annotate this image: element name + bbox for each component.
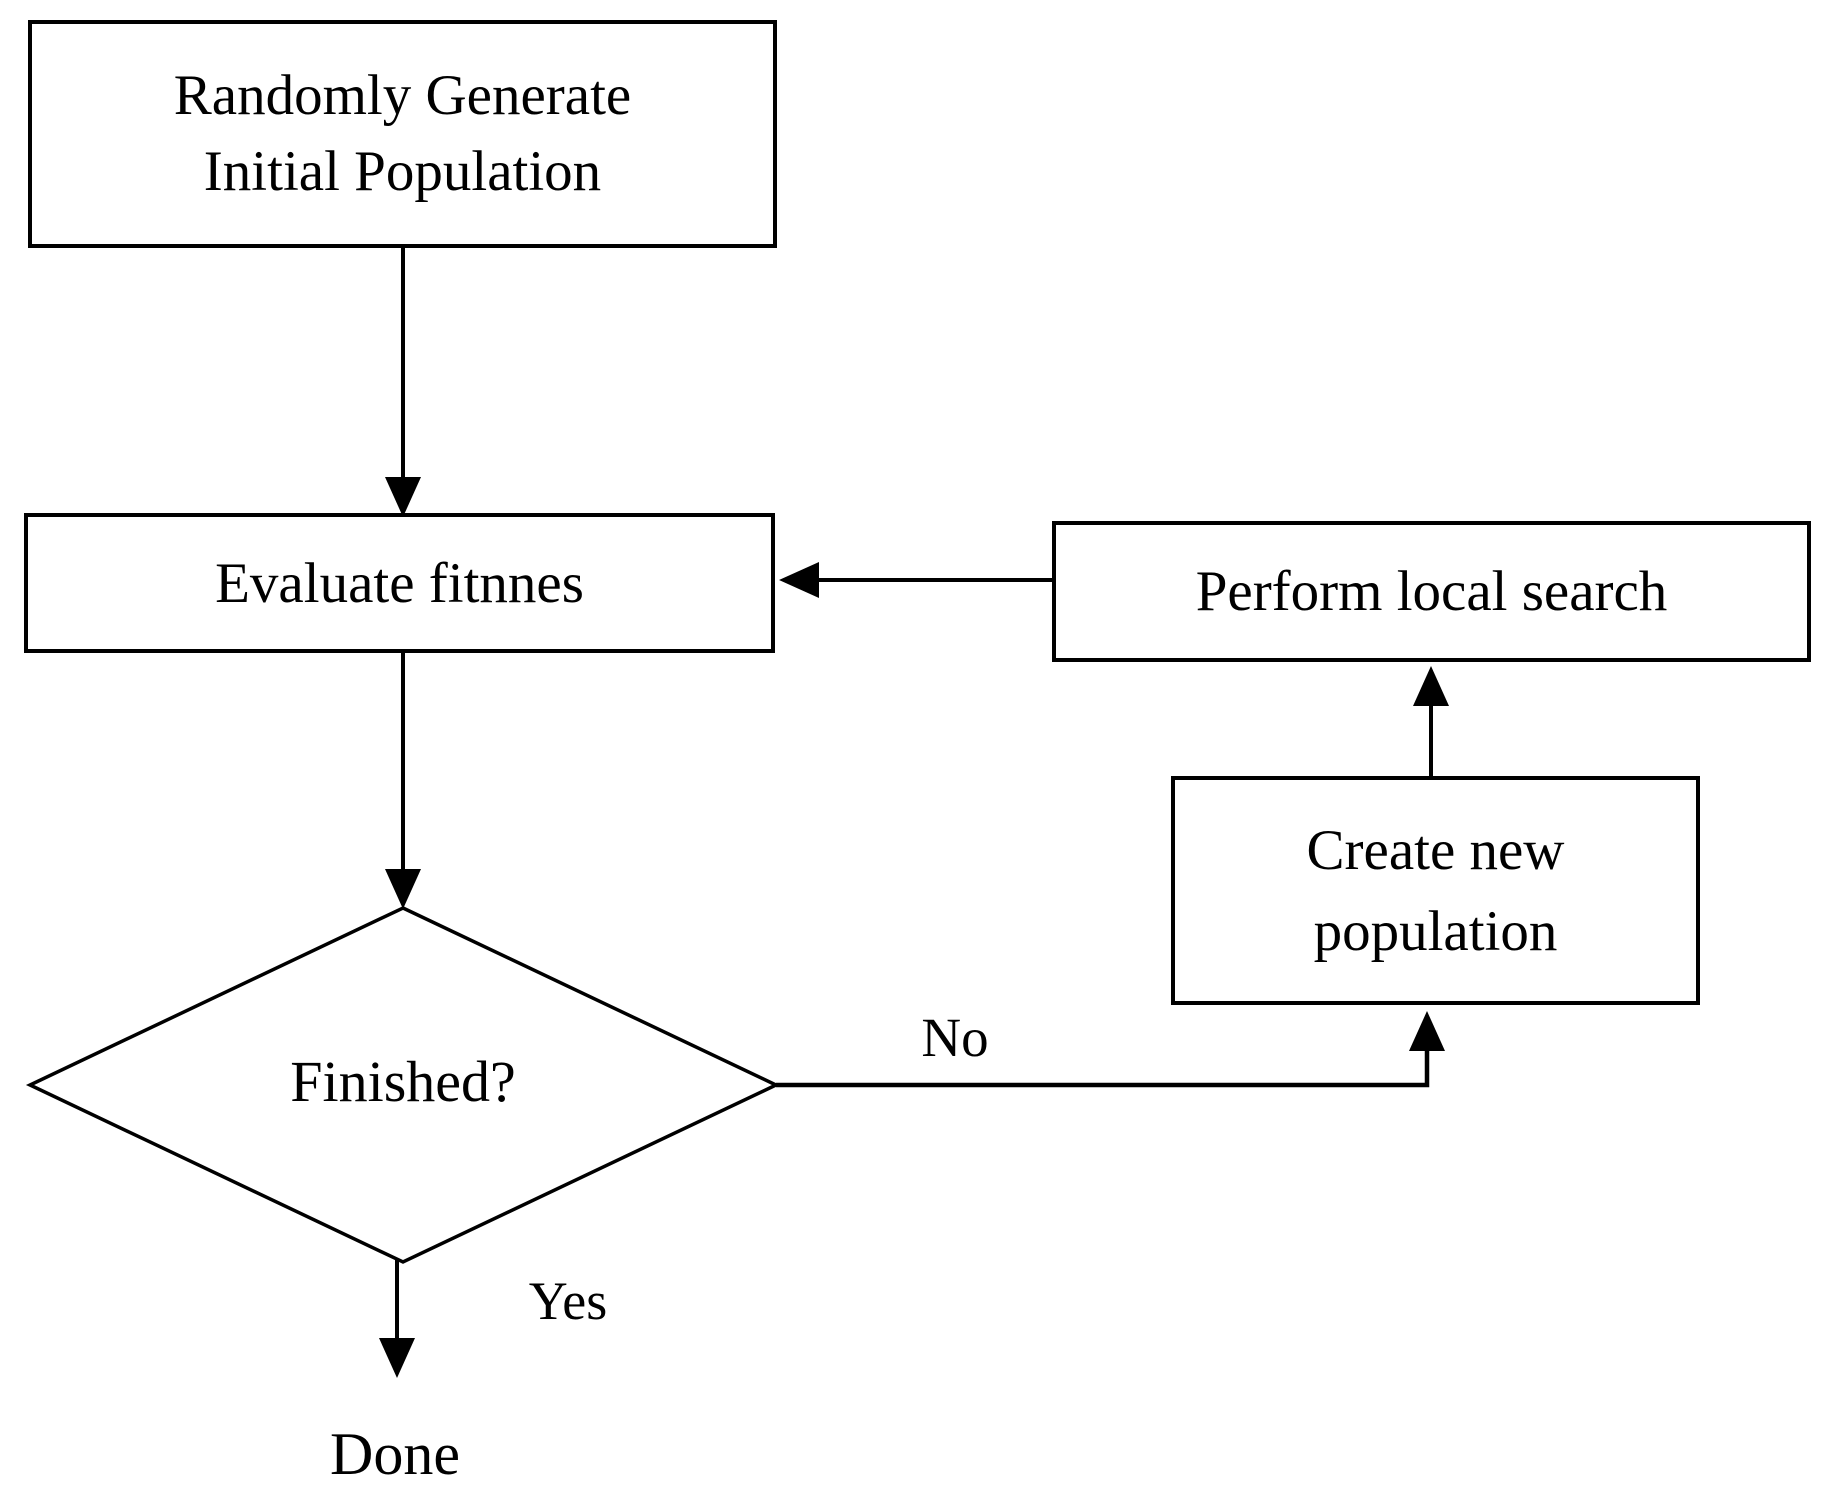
arrow-localsearch-to-evaluate <box>779 562 1052 598</box>
arrow-init-to-evaluate <box>385 248 421 517</box>
node-new-population-line1: Create new <box>1306 818 1565 882</box>
node-init-line1: Randomly Generate <box>173 64 632 127</box>
node-new-population-line2: population <box>1313 899 1558 963</box>
yes-path-arrow <box>379 1260 415 1378</box>
node-init-line2: Initial Population <box>203 140 602 203</box>
edge-label-yes: Yes <box>528 1271 608 1331</box>
node-randomly-generate-initial-population: Randomly Generate Initial Population <box>28 20 777 248</box>
edge-label-no: No <box>921 1007 989 1068</box>
node-evaluate-fitness: Evaluate fitnnes <box>24 513 775 653</box>
node-local-search-label: Perform local search <box>1195 560 1668 623</box>
node-evaluate-label: Evaluate fitnnes <box>215 551 584 615</box>
terminal-label-done: Done <box>330 1421 460 1487</box>
node-perform-local-search: Perform local search <box>1052 521 1811 662</box>
arrow-evaluate-to-decision <box>385 653 421 909</box>
arrow-newpop-to-localsearch <box>1413 666 1449 776</box>
node-create-new-population: Create new population <box>1171 776 1700 1005</box>
decision-diamond <box>25 906 781 1264</box>
decision-label: Finished? <box>290 1049 516 1114</box>
no-path-arrow <box>776 1011 1445 1088</box>
